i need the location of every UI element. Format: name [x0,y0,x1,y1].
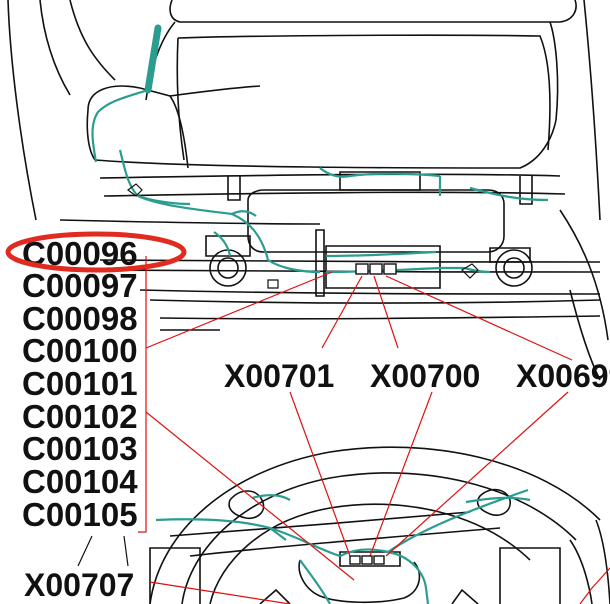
code-bracket [138,256,147,533]
code-c00100: C00100 [22,332,138,369]
leader-x00700-lower [369,391,433,557]
label-x00701: X00701 [224,358,334,394]
vehicle-body-upper [7,0,609,381]
label-x00700: X00700 [370,358,480,394]
leader-edge [579,567,610,604]
leader-c00102 [145,411,355,581]
code-c00101: C00101 [22,365,138,402]
leader-x00699-lower [385,391,569,557]
leader-c00100 [145,271,333,349]
label-x00699: X00699 [516,358,610,394]
leader-x00700-upper [373,275,399,349]
leader-lines [138,256,610,604]
leader-x00701-lower [289,391,351,557]
code-c00103: C00103 [22,430,138,467]
leader-ticks [77,535,129,567]
code-c00104: C00104 [22,463,138,500]
harness-upper [91,24,549,274]
leader-x00699-upper [385,275,573,361]
leader-x00707 [149,581,291,604]
circuit-code-list: C00096 C00097 C00098 C00100 C00101 C0010… [22,235,138,533]
code-c00105: C00105 [22,496,138,533]
connector-blocks-lower [349,555,385,565]
code-c00098: C00098 [22,300,138,337]
label-x00707: X00707 [24,567,134,603]
small-connector-icons [127,183,479,289]
vehicle-body-lower [149,446,610,604]
connector-blocks-upper [355,263,397,275]
code-c00102: C00102 [22,398,138,435]
highlight-ellipse [5,231,187,273]
connector-labels: X00701 X00700 X00699 X00707 [24,358,610,603]
leader-x00701-upper [321,275,363,349]
harness-lower [155,488,531,604]
code-c00097: C00097 [22,267,138,304]
